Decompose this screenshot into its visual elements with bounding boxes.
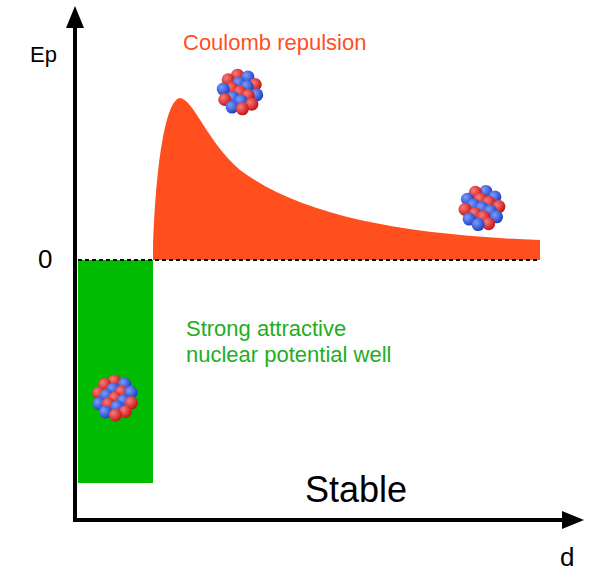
- coulomb-barrier: [153, 98, 540, 260]
- nucleon: [236, 102, 249, 115]
- nucleon: [472, 218, 485, 231]
- axis-label: d: [560, 542, 574, 573]
- stability-label: Stable: [305, 468, 407, 511]
- axis-value: 0: [38, 244, 52, 275]
- nucleon: [109, 408, 122, 421]
- zero-line: [78, 259, 540, 261]
- axis-label: Ep: [30, 42, 57, 68]
- potential-well: [78, 260, 153, 483]
- nucleus: [217, 69, 264, 116]
- well-label: Strong attractive nuclear potential well: [186, 316, 396, 369]
- y-axis: [73, 24, 77, 521]
- nucleus: [92, 375, 138, 422]
- x-axis: [73, 518, 566, 522]
- y-axis-arrowhead: [66, 6, 84, 28]
- nucleus: [459, 185, 506, 231]
- barrier-label: Coulomb repulsion: [183, 30, 366, 56]
- x-axis-arrowhead: [562, 511, 584, 529]
